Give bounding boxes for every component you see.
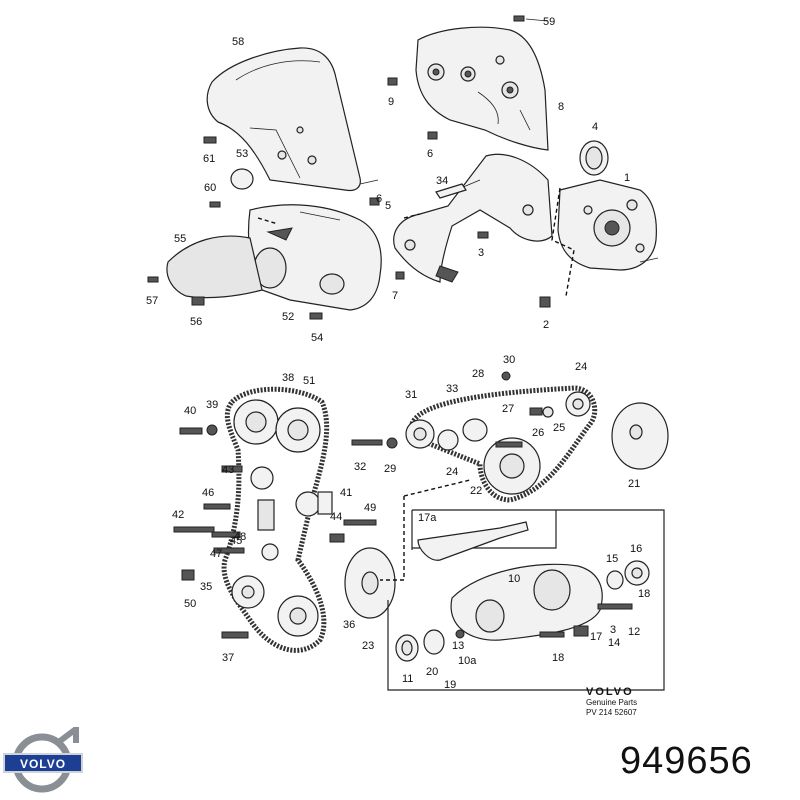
assembly-line-2	[257, 217, 279, 225]
part-number: 949656	[620, 740, 753, 782]
callout-15: 15	[606, 553, 618, 565]
callout-37: 37	[222, 652, 234, 664]
callout-50: 50	[184, 598, 196, 610]
callout-45: 45	[230, 535, 242, 547]
timing-belt-assembly	[221, 386, 333, 653]
inset-brand-label: VOLVO	[586, 686, 634, 698]
assembly-line-4	[380, 496, 405, 581]
inset-camshaft-box	[387, 509, 665, 691]
assembly-line-5	[403, 479, 471, 497]
callout-35: 35	[200, 581, 212, 593]
callout-48: 48	[234, 531, 246, 543]
sealant-tube-17a	[417, 521, 529, 561]
callout-39: 39	[206, 399, 218, 411]
callout-43: 43	[222, 464, 234, 476]
pulley-disc-23	[344, 547, 396, 619]
callout-42: 42	[172, 509, 184, 521]
callout-4: 4	[592, 121, 598, 133]
callout-46: 46	[202, 487, 214, 499]
callout-3: 3	[478, 247, 484, 259]
callout-29: 29	[384, 463, 396, 475]
assembly-line-1	[551, 187, 575, 297]
oil-seal-4	[579, 140, 609, 176]
callout-52: 52	[282, 311, 294, 323]
callout-labels: 59 58 9 8 61 6 4 1 53 60 34 6 5 55 3 57 …	[146, 16, 650, 691]
bolts-lower-left	[173, 424, 377, 639]
callout-12: 12	[628, 626, 640, 638]
oil-pump-housing	[557, 179, 657, 271]
callout-30: 30	[503, 354, 515, 366]
callout-2: 2	[543, 319, 549, 331]
callout-9: 9	[388, 96, 394, 108]
callout-18-right: 18	[638, 588, 650, 600]
assembly-line-3	[403, 213, 421, 219]
callout-17: 17	[590, 631, 602, 643]
callout-19: 19	[444, 679, 456, 691]
callout-27: 27	[502, 403, 514, 415]
callout-53: 53	[236, 148, 248, 160]
callout-26: 26	[532, 427, 544, 439]
callout-16: 16	[630, 543, 642, 555]
callout-13: 13	[452, 640, 464, 652]
callout-56: 56	[190, 316, 202, 328]
callout-55: 55	[174, 233, 186, 245]
inset-subtitle: Genuine Parts	[586, 698, 638, 707]
callout-14: 14	[608, 637, 620, 649]
callout-10: 10	[508, 573, 520, 585]
belt-guard-55	[166, 235, 263, 299]
callout-51: 51	[303, 375, 315, 387]
middle-backing-plate	[393, 153, 553, 283]
callout-34: 34	[436, 175, 448, 187]
leader-lines-upper	[359, 18, 659, 263]
callout-61: 61	[203, 153, 215, 165]
volvo-logo-icon: VOLVO	[3, 727, 83, 793]
callout-41: 41	[340, 487, 352, 499]
callout-54: 54	[311, 332, 323, 344]
callout-28: 28	[472, 368, 484, 380]
callout-5: 5	[385, 200, 391, 212]
rubber-plug-53	[230, 168, 254, 190]
callout-11: 11	[402, 673, 413, 685]
callout-33: 33	[446, 383, 458, 395]
callout-58: 58	[232, 36, 244, 48]
gasket-strip-34	[435, 183, 467, 199]
callout-6-middle: 6	[376, 193, 382, 205]
callout-22: 22	[470, 485, 482, 497]
bolts-upper	[147, 15, 551, 320]
callout-23: 23	[362, 640, 374, 652]
camshaft-belt-assembly	[405, 385, 598, 503]
callout-8: 8	[558, 101, 564, 113]
pulley-disc-21	[611, 402, 669, 470]
callout-49: 49	[364, 502, 376, 514]
callout-60: 60	[204, 182, 216, 194]
callout-18-bottom: 18	[552, 652, 564, 664]
callout-20: 20	[426, 666, 438, 678]
callout-17a: 17a	[418, 512, 437, 524]
callout-3-inset: 3	[610, 624, 616, 636]
upper-timing-cover	[206, 47, 361, 192]
callout-7: 7	[392, 290, 398, 302]
rear-timing-plate	[415, 26, 549, 151]
inset-code: PV 214 52607	[586, 708, 637, 717]
callout-10a: 10a	[458, 655, 477, 667]
lower-timing-cover	[247, 204, 382, 311]
callout-47: 47	[210, 548, 222, 560]
callout-40: 40	[184, 405, 196, 417]
callout-38: 38	[282, 372, 294, 384]
callout-57: 57	[146, 295, 158, 307]
callout-24-upper: 24	[575, 361, 587, 373]
callout-6-upper: 6	[427, 148, 433, 160]
callout-25: 25	[553, 422, 565, 434]
callout-59: 59	[543, 16, 555, 28]
callout-1: 1	[624, 172, 630, 184]
callout-24-lower: 24	[446, 466, 458, 478]
logo-text: VOLVO	[20, 757, 66, 771]
callout-32: 32	[354, 461, 366, 473]
callout-31: 31	[405, 389, 417, 401]
callout-21: 21	[628, 478, 640, 490]
callout-44: 44	[330, 511, 342, 523]
callout-36: 36	[343, 619, 355, 631]
bolts-lower-right	[351, 371, 543, 449]
